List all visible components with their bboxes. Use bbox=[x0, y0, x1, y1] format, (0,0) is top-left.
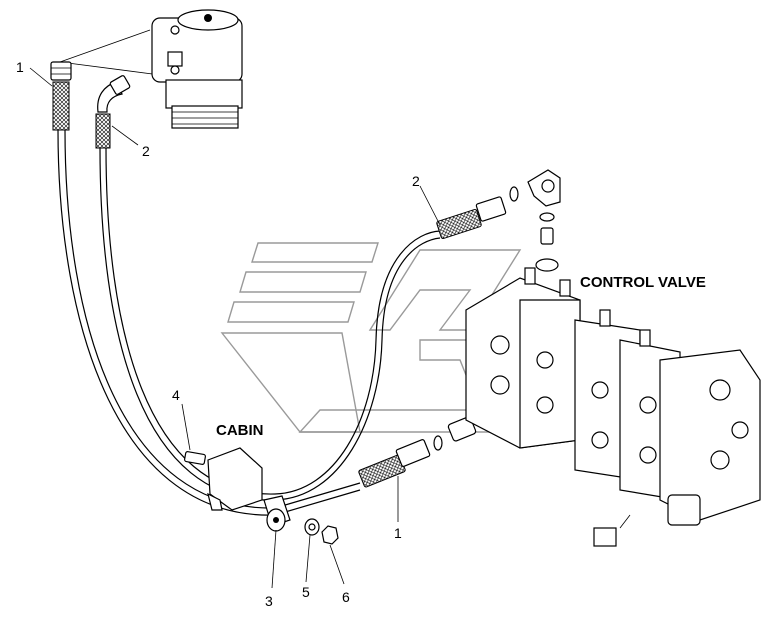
callout-5: 5 bbox=[302, 584, 310, 600]
washer-5 bbox=[304, 518, 320, 536]
callout-1-top: 1 bbox=[16, 59, 24, 75]
callout-6: 6 bbox=[342, 589, 350, 605]
cabin-bracket bbox=[184, 447, 263, 511]
callout-1-bottom: 1 bbox=[394, 525, 402, 541]
upper-hose-fitting bbox=[436, 169, 561, 272]
control-valve bbox=[465, 267, 761, 547]
callout-3: 3 bbox=[265, 593, 273, 609]
lower-hose-fitting bbox=[358, 403, 495, 488]
control-valve-label: CONTROL VALVE bbox=[580, 274, 706, 291]
hose-2 bbox=[95, 75, 441, 501]
leader-lines bbox=[29, 67, 441, 589]
callout-2-mid: 2 bbox=[412, 173, 420, 189]
callout-4: 4 bbox=[172, 387, 180, 403]
clamp-3 bbox=[263, 495, 291, 532]
cabin-label: CABIN bbox=[216, 422, 264, 439]
nut-6 bbox=[321, 525, 339, 545]
callout-2-top: 2 bbox=[142, 143, 150, 159]
steering-unit bbox=[59, 9, 243, 129]
